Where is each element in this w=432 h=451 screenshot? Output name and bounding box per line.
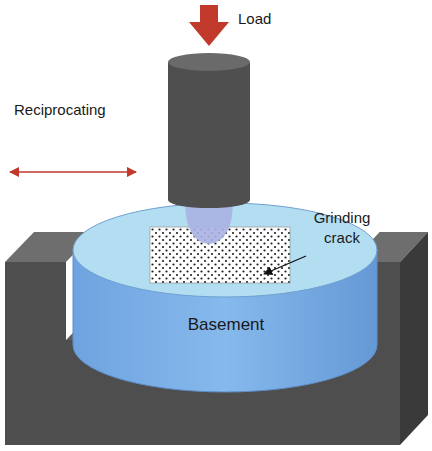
reciprocating-arrow (10, 171, 136, 173)
indenter-cylinder (168, 53, 250, 208)
node-text: Basement (188, 315, 265, 335)
leader-line (264, 256, 306, 274)
callout-label: Reciprocating (14, 100, 106, 120)
callout-label: Load (238, 9, 271, 29)
load-arrow (189, 5, 229, 46)
basement-label-box: Basement (184, 313, 269, 337)
callout-label: Grinding crack (300, 208, 384, 249)
